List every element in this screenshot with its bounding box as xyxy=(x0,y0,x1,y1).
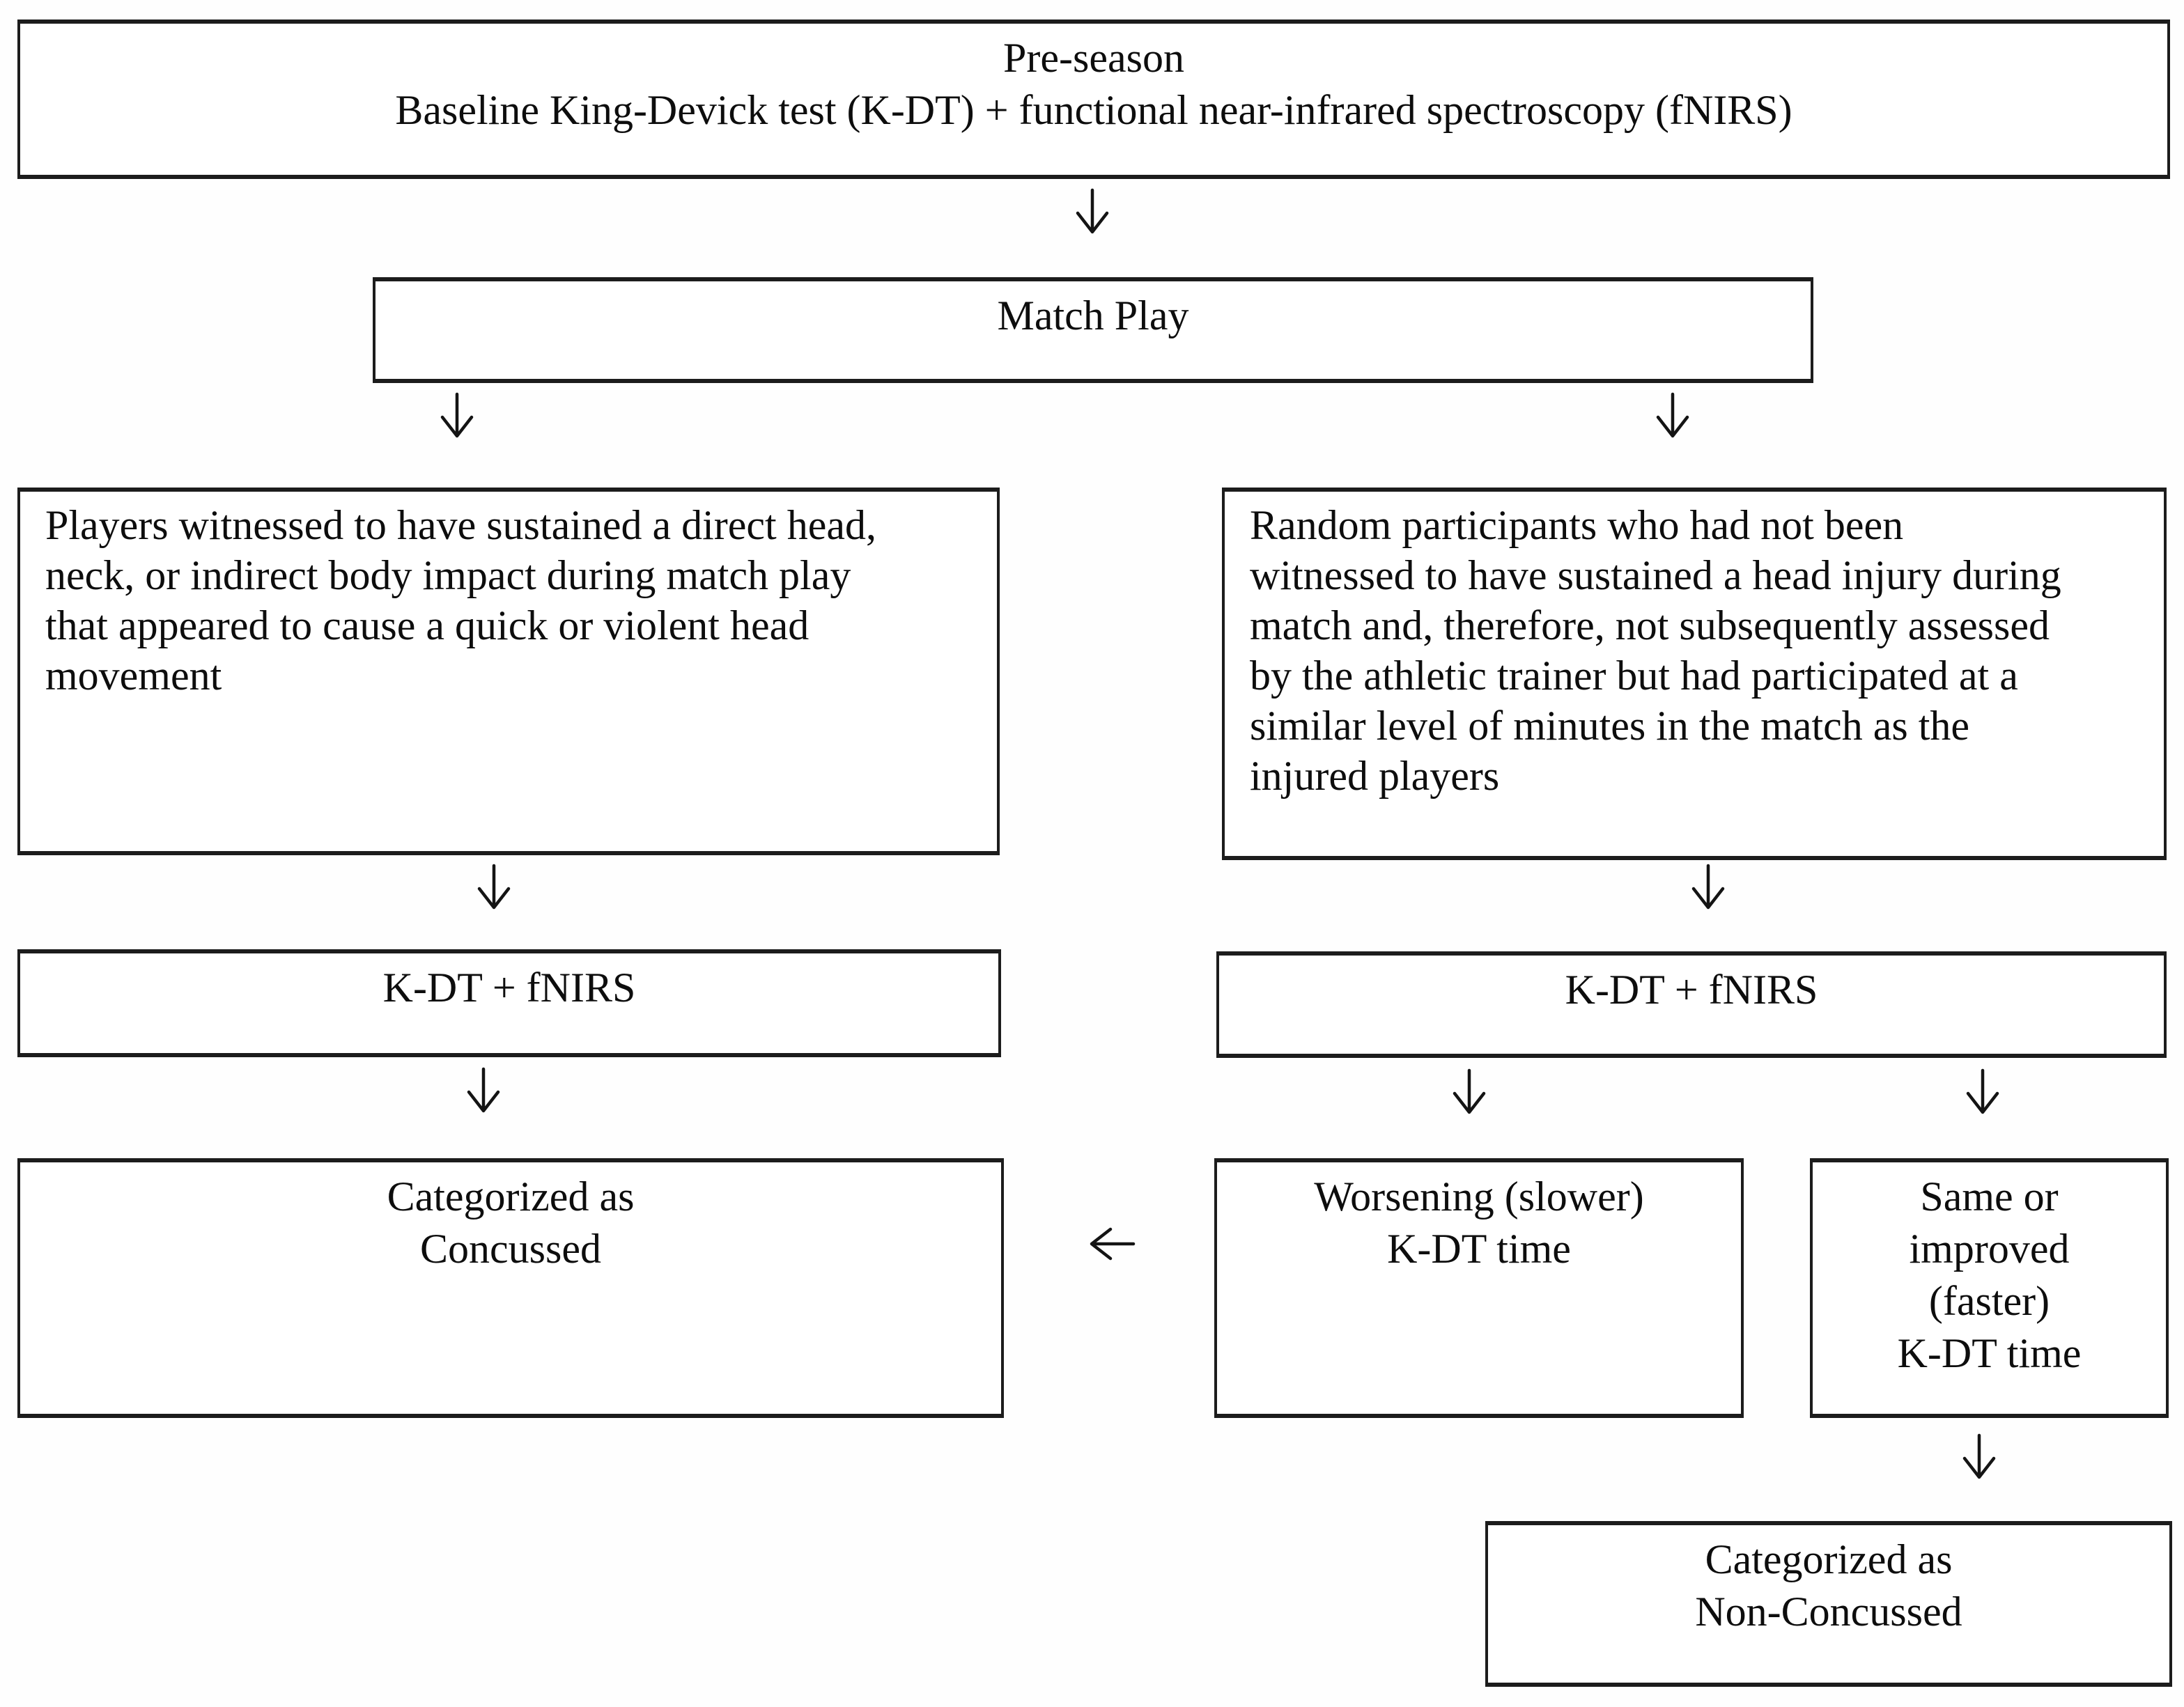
node-injured-line2: neck, or indirect body impact during mat… xyxy=(45,552,851,598)
arrow-left-icon xyxy=(1090,1227,1136,1261)
node-kdt-fnirs-left: K-DT + fNIRS xyxy=(17,949,1001,1057)
node-pre-season: Pre-season Baseline King-Devick test (K-… xyxy=(17,20,2170,179)
node-same-improved-line4: K-DT time xyxy=(1897,1330,2082,1376)
node-random-line5: similar level of minutes in the match as… xyxy=(1250,703,1970,749)
arrow-down-icon xyxy=(1966,1068,1999,1114)
node-pre-season-line1: Pre-season xyxy=(1003,35,1184,81)
node-concussed-line2: Concussed xyxy=(420,1226,601,1272)
node-concussed-line1: Categorized as xyxy=(387,1174,635,1219)
node-pre-season-line2: Baseline King-Devick test (K-DT) + funct… xyxy=(395,87,1792,133)
node-kdt-fnirs-right-label: K-DT + fNIRS xyxy=(1565,967,1818,1013)
node-injured-line4: movement xyxy=(45,653,222,699)
node-worsening-line2: K-DT time xyxy=(1387,1226,1571,1272)
node-same-improved-line2: improved xyxy=(1909,1226,2070,1272)
arrow-down-icon xyxy=(440,392,474,438)
node-random-line1: Random participants who had not been xyxy=(1250,502,1904,548)
node-non-concussed-line2: Non-Concussed xyxy=(1695,1589,1962,1635)
node-worsening-line1: Worsening (slower) xyxy=(1314,1174,1644,1219)
arrow-down-icon xyxy=(1962,1433,1996,1479)
node-injured-line3: that appeared to cause a quick or violen… xyxy=(45,602,810,648)
node-same-improved-line3: (faster) xyxy=(1928,1278,2050,1324)
node-kdt-fnirs-left-label: K-DT + fNIRS xyxy=(382,965,636,1011)
node-kdt-fnirs-right: K-DT + fNIRS xyxy=(1216,951,2167,1058)
node-same-improved: Same or improved (faster) K-DT time xyxy=(1810,1158,2169,1418)
arrow-down-icon xyxy=(477,864,511,910)
node-random-line3: match and, therefore, not subsequently a… xyxy=(1250,602,2050,648)
node-random-line4: by the athletic trainer but had particip… xyxy=(1250,653,2018,699)
node-non-concussed-line1: Categorized as xyxy=(1705,1536,1953,1582)
arrow-down-icon xyxy=(467,1067,500,1113)
node-random-line6: injured players xyxy=(1250,753,1500,799)
node-random-line2: witnessed to have sustained a head injur… xyxy=(1250,552,2061,598)
node-same-improved-line1: Same or xyxy=(1920,1174,2059,1219)
node-match-play: Match Play xyxy=(373,277,1813,383)
arrow-down-icon xyxy=(1453,1068,1486,1114)
node-worsening: Worsening (slower) K-DT time xyxy=(1214,1158,1744,1418)
arrow-down-icon xyxy=(1656,392,1689,438)
node-non-concussed: Categorized as Non-Concussed xyxy=(1485,1521,2172,1687)
arrow-down-icon xyxy=(1076,188,1109,234)
node-match-play-label: Match Play xyxy=(997,293,1189,338)
node-injured-line1: Players witnessed to have sustained a di… xyxy=(45,502,876,548)
node-concussed: Categorized as Concussed xyxy=(17,1158,1004,1418)
node-injured-players: Players witnessed to have sustained a di… xyxy=(17,488,1000,855)
node-random-participants: Random participants who had not been wit… xyxy=(1222,488,2167,860)
arrow-down-icon xyxy=(1691,864,1725,910)
